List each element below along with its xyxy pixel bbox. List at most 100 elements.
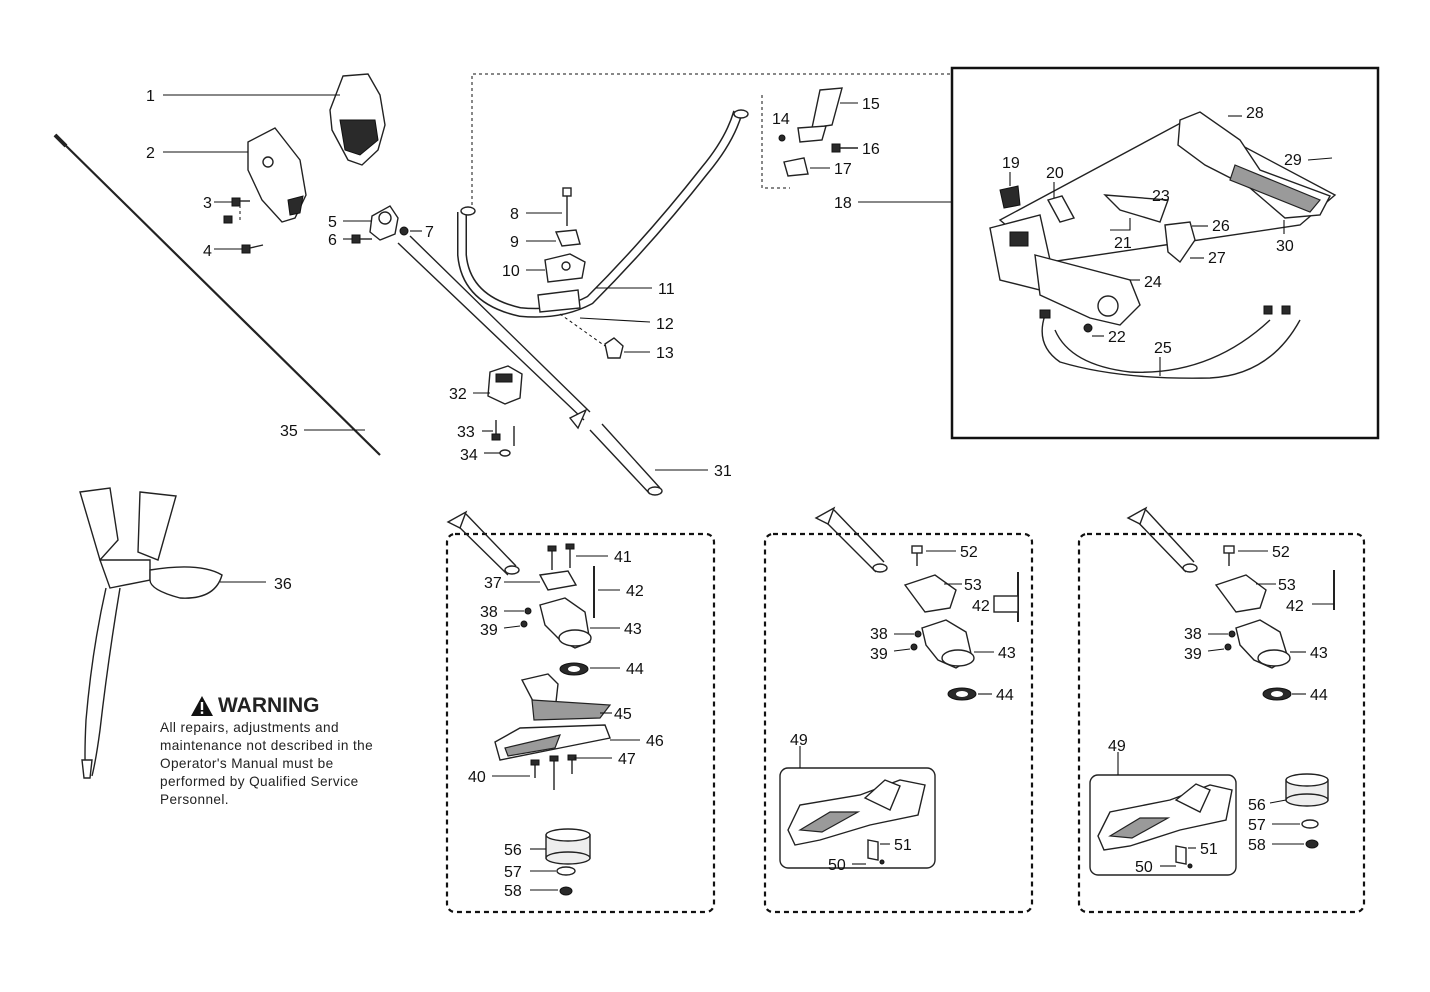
warning-triangle-icon bbox=[191, 696, 213, 716]
link-dashed-line-2 bbox=[761, 95, 790, 189]
callout-46: 46 bbox=[646, 733, 664, 750]
callout-39: 39 bbox=[870, 646, 888, 663]
box-1-contents: 37 41 42 43 38 39 44 45 46 47 bbox=[446, 510, 664, 900]
callout-1: 1 bbox=[146, 88, 155, 105]
callout-17: 17 bbox=[834, 161, 852, 178]
callout-42: 42 bbox=[626, 583, 644, 600]
callout-42: 42 bbox=[1286, 598, 1304, 615]
part-4-screw: 4 bbox=[203, 243, 264, 260]
callout-58: 58 bbox=[504, 883, 522, 900]
callout-10: 10 bbox=[502, 263, 520, 280]
callout-7: 7 bbox=[425, 224, 434, 241]
callout-6: 6 bbox=[328, 232, 337, 249]
warning-heading: WARNING bbox=[190, 694, 400, 718]
callout-23: 23 bbox=[1152, 188, 1170, 205]
callout-58: 58 bbox=[1248, 837, 1266, 854]
part-35-flex-shaft: 35 bbox=[53, 133, 381, 456]
warning-title: WARNING bbox=[218, 694, 320, 717]
callout-2: 2 bbox=[146, 145, 155, 162]
part-8-bolt: 8 bbox=[510, 187, 572, 226]
warning-body-text: All repairs, adjustments and maintenance… bbox=[160, 720, 374, 807]
part-36-harness: 36 bbox=[79, 487, 292, 779]
callout-39: 39 bbox=[1184, 646, 1202, 663]
part-5-clamp: 5 bbox=[328, 205, 399, 241]
callout-49: 49 bbox=[1108, 738, 1126, 755]
box-2-frame bbox=[763, 532, 1034, 914]
callout-39: 39 bbox=[480, 622, 498, 639]
box-1-frame bbox=[445, 532, 716, 914]
box-2-contents: 52 53 42 43 38 39 44 49 51 50 bbox=[779, 506, 1019, 874]
part-2-cover: 2 bbox=[146, 127, 307, 223]
part-12-grip-clip: 12 bbox=[537, 289, 674, 333]
callout-15: 15 bbox=[862, 96, 880, 113]
box-3-contents: 52 53 42 43 38 39 44 49 51 50 bbox=[1089, 506, 1335, 876]
callout-57: 57 bbox=[504, 864, 522, 881]
callout-45: 45 bbox=[614, 706, 632, 723]
callout-49: 49 bbox=[790, 732, 808, 749]
callout-44: 44 bbox=[626, 661, 644, 678]
callout-52: 52 bbox=[1272, 544, 1290, 561]
callout-33: 33 bbox=[457, 424, 475, 441]
part-14-nut: 14 bbox=[772, 111, 790, 142]
callout-43: 43 bbox=[624, 621, 642, 638]
callout-44: 44 bbox=[996, 687, 1014, 704]
callout-41: 41 bbox=[614, 549, 632, 566]
part-7-nut: 7 bbox=[399, 224, 434, 241]
part-32-clamp: 32 bbox=[449, 365, 523, 405]
callout-44: 44 bbox=[1310, 687, 1328, 704]
callout-47: 47 bbox=[618, 751, 636, 768]
callout-14: 14 bbox=[772, 111, 790, 128]
callout-50: 50 bbox=[1135, 859, 1153, 876]
callout-16: 16 bbox=[862, 141, 880, 158]
link-dashed-line bbox=[471, 73, 952, 205]
part-25-wire-harness bbox=[1039, 305, 1301, 379]
callout-12: 12 bbox=[656, 316, 674, 333]
part-3-screw: 3 bbox=[203, 195, 250, 224]
inset-callouts: 19 20 21 22 23 24 25 26 27 28 29 30 bbox=[1002, 105, 1333, 376]
part-10-clamp-block: 10 bbox=[502, 253, 586, 283]
callout-25: 25 bbox=[1154, 340, 1172, 357]
part-34-nut: 34 bbox=[460, 447, 511, 464]
warning-notice: WARNING All repairs, adjustments and mai… bbox=[160, 694, 400, 809]
callout-32: 32 bbox=[449, 386, 467, 403]
part-17-clip: 17 bbox=[783, 157, 852, 178]
callout-22: 22 bbox=[1108, 329, 1126, 346]
callout-42: 42 bbox=[972, 598, 990, 615]
callout-37: 37 bbox=[484, 575, 502, 592]
part-13-clip: 13 bbox=[559, 313, 674, 362]
inset-frame bbox=[950, 66, 1380, 440]
callout-34: 34 bbox=[460, 447, 478, 464]
callout-36: 36 bbox=[274, 576, 292, 593]
callout-38: 38 bbox=[870, 626, 888, 643]
part-1-cover: 1 bbox=[146, 73, 386, 166]
part-16-screw: 16 bbox=[831, 141, 880, 158]
callout-11: 11 bbox=[658, 281, 675, 298]
inset-handle-assembly bbox=[989, 111, 1337, 326]
callout-21: 21 bbox=[1114, 235, 1132, 252]
callout-43: 43 bbox=[998, 645, 1016, 662]
callout-29: 29 bbox=[1284, 152, 1302, 169]
part-31-tube: 31 bbox=[397, 235, 732, 496]
part-11-handlebar: 11 bbox=[457, 109, 749, 318]
callout-19: 19 bbox=[1002, 155, 1020, 172]
callout-40: 40 bbox=[468, 769, 486, 786]
callout-13: 13 bbox=[656, 345, 674, 362]
callout-18: 18 bbox=[834, 195, 852, 212]
box-3-frame bbox=[1077, 532, 1366, 914]
callout-4: 4 bbox=[203, 243, 212, 260]
part-9-bracket: 9 bbox=[510, 229, 581, 251]
callout-51: 51 bbox=[1200, 841, 1218, 858]
callout-30: 30 bbox=[1276, 238, 1294, 255]
callout-53: 53 bbox=[964, 577, 982, 594]
callout-20: 20 bbox=[1046, 165, 1064, 182]
callout-57: 57 bbox=[1248, 817, 1266, 834]
callout-56: 56 bbox=[504, 842, 522, 859]
callout-26: 26 bbox=[1212, 218, 1230, 235]
callout-8: 8 bbox=[510, 206, 519, 223]
part-33-screw: 33 bbox=[457, 420, 515, 446]
callout-53: 53 bbox=[1278, 577, 1296, 594]
callout-50: 50 bbox=[828, 857, 846, 874]
part-15-grip: 15 bbox=[797, 87, 880, 143]
